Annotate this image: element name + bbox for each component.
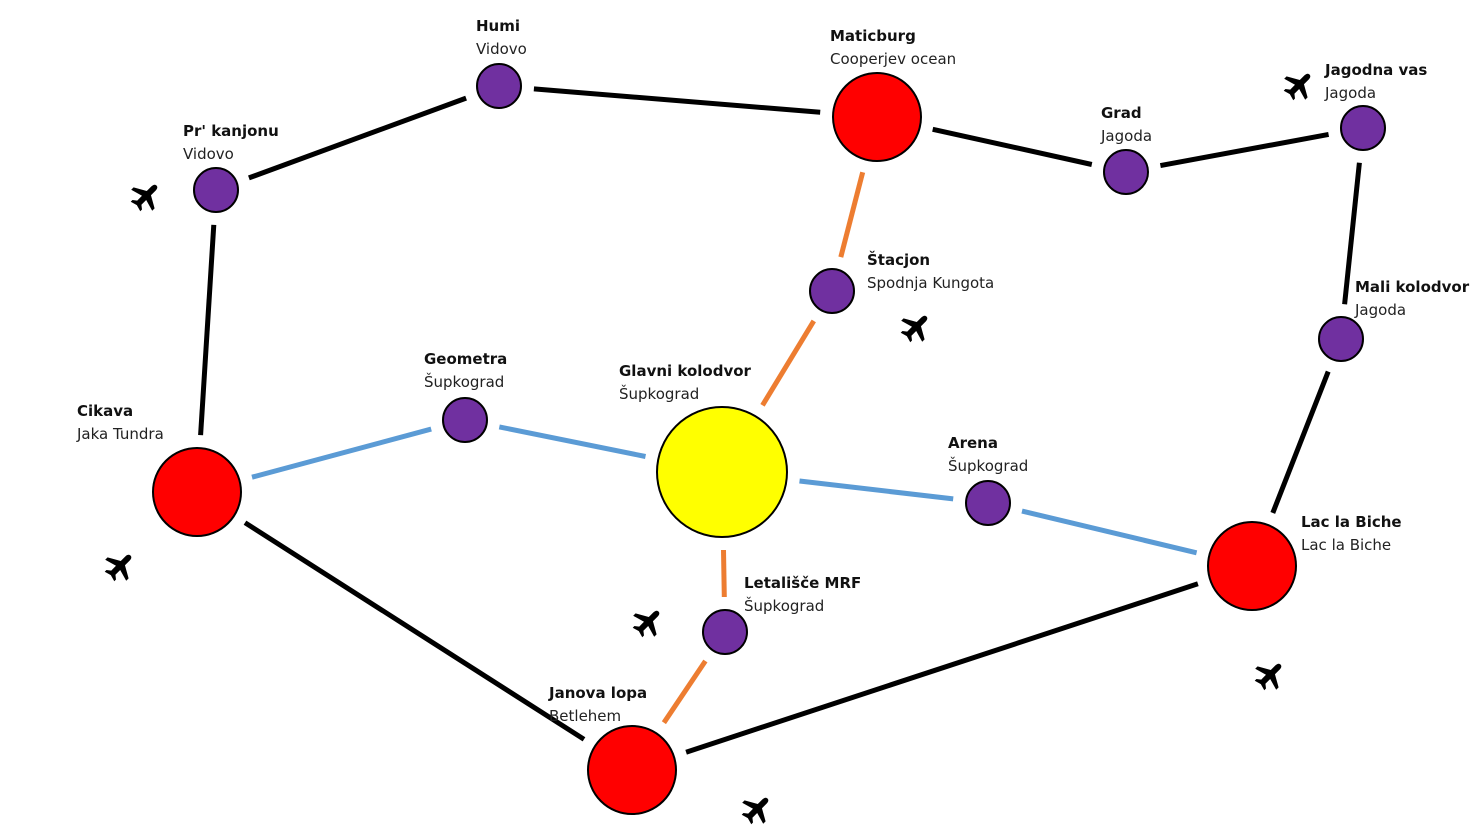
station-city-glavni-kolodvor: Šupkograd (619, 384, 699, 403)
station-janova-lopa[interactable] (587, 725, 677, 815)
station-cikava[interactable] (152, 447, 242, 537)
station-city-jagodna-vas: Jagoda (1324, 84, 1376, 102)
airplane-icon (741, 797, 769, 825)
station-city-maticburg: Cooperjev ocean (830, 50, 956, 68)
connection-orange-glavni-kolodvor-letalisce-mrf (721, 549, 727, 598)
connection-blue-cikava-geometra (251, 426, 432, 480)
station-humi[interactable] (476, 63, 522, 109)
station-name-stacjon: Štacjon (867, 250, 930, 269)
station-name-janova-lopa: Janova lopa (548, 684, 647, 702)
station-mali-kolodvor[interactable] (1318, 316, 1364, 362)
connection-orange-letalisce-mrf-janova-lopa (661, 659, 708, 725)
connection-black-cikava-pr-kanjonu (198, 224, 217, 436)
station-name-geometra: Geometra (424, 350, 507, 368)
connection-black-lac-la-biche-janova-lopa (685, 581, 1199, 755)
station-city-janova-lopa: Betlehem (549, 707, 621, 725)
station-lac-la-biche[interactable] (1207, 521, 1297, 611)
connection-black-jagodna-vas-mali-kolodvor (1342, 162, 1362, 305)
connection-black-grad-jagodna-vas (1159, 131, 1330, 169)
station-name-lac-la-biche: Lac la Biche (1301, 513, 1402, 531)
connection-blue-glavni-kolodvor-arena (799, 478, 954, 502)
station-name-humi: Humi (476, 17, 520, 35)
station-grad[interactable] (1103, 149, 1149, 195)
airplane-icon (900, 315, 928, 343)
station-city-pr-kanjonu: Vidovo (183, 145, 234, 163)
station-city-arena: Šupkograd (948, 456, 1028, 475)
station-arena[interactable] (965, 480, 1011, 526)
connection-blue-arena-lac-la-biche (1021, 508, 1198, 556)
connection-blue-geometra-glavni-kolodvor (498, 424, 646, 459)
station-name-maticburg: Maticburg (830, 27, 916, 45)
station-maticburg[interactable] (832, 72, 922, 162)
connection-black-janova-lopa-cikava (243, 520, 586, 742)
station-city-stacjon: Spodnja Kungota (867, 274, 994, 292)
station-name-glavni-kolodvor: Glavni kolodvor (619, 362, 752, 380)
airplane-icon (130, 184, 158, 212)
station-geometra[interactable] (442, 397, 488, 443)
station-name-mali-kolodvor: Mali kolodvor (1355, 278, 1470, 296)
airports-layer (104, 73, 1311, 825)
connection-orange-stacjon-glavni-kolodvor (760, 319, 816, 407)
airplane-icon (632, 610, 660, 638)
station-city-humi: Vidovo (476, 40, 527, 58)
connection-black-pr-kanjonu-humi (248, 95, 467, 181)
connection-black-mali-kolodvor-lac-la-biche (1270, 370, 1331, 514)
station-name-jagodna-vas: Jagodna vas (1324, 61, 1427, 79)
airplane-icon (104, 554, 132, 582)
station-name-letalisce-mrf: Letališče MRF (744, 574, 861, 592)
station-pr-kanjonu[interactable] (193, 167, 239, 213)
station-city-grad: Jagoda (1100, 127, 1152, 145)
station-name-pr-kanjonu: Pr' kanjonu (183, 122, 279, 140)
station-city-letalisce-mrf: Šupkograd (744, 596, 824, 615)
station-city-mali-kolodvor: Jagoda (1354, 301, 1406, 319)
airplane-icon (1283, 73, 1311, 101)
station-name-cikava: Cikava (77, 402, 133, 420)
stations-layer (152, 63, 1386, 815)
connection-black-humi-maticburg (533, 86, 821, 115)
station-jagodna-vas[interactable] (1340, 105, 1386, 151)
station-glavni-kolodvor[interactable] (656, 406, 788, 538)
connection-black-maticburg-grad (932, 126, 1093, 167)
station-city-lac-la-biche: Lac la Biche (1301, 536, 1391, 554)
station-letalisce-mrf[interactable] (702, 609, 748, 655)
station-name-arena: Arena (948, 434, 998, 452)
connection-orange-maticburg-stacjon (838, 171, 866, 258)
connections-layer (198, 86, 1362, 755)
airplane-icon (1254, 663, 1282, 691)
station-stacjon[interactable] (809, 268, 855, 314)
station-city-geometra: Šupkograd (424, 372, 504, 391)
station-city-cikava: Jaka Tundra (76, 425, 164, 443)
station-name-grad: Grad (1101, 104, 1142, 122)
